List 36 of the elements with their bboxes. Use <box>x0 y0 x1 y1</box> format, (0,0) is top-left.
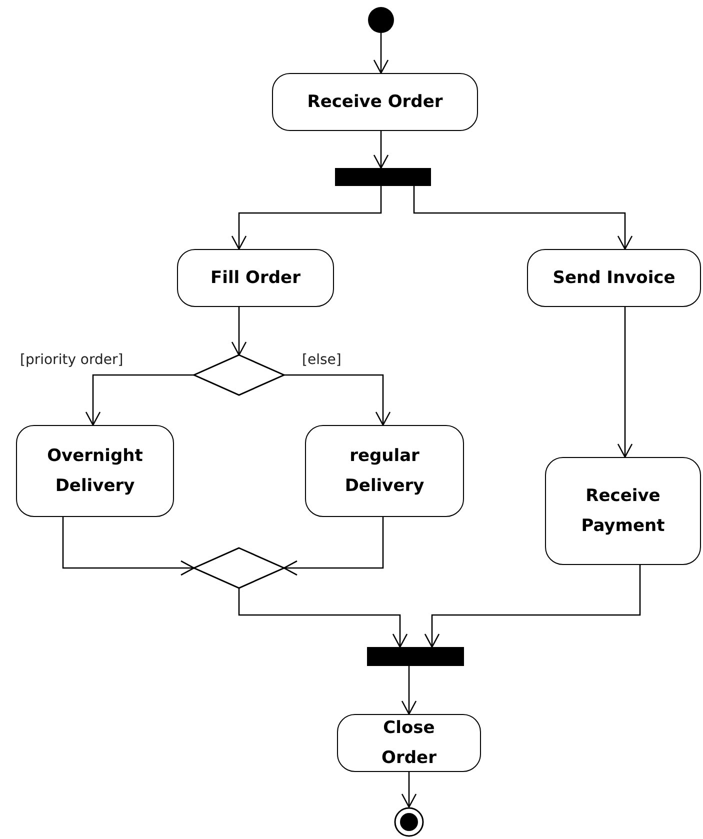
sync-bar <box>367 647 464 666</box>
action-label: Receive Order <box>307 91 443 114</box>
action-label: Receive Payment <box>580 485 666 538</box>
action-box <box>527 249 701 307</box>
guard-label: [else] <box>302 352 342 368</box>
control-flow-arrow <box>373 131 389 169</box>
decision-diamond <box>194 548 284 588</box>
control-flow-arrow <box>617 307 633 458</box>
sync-bar <box>335 168 431 186</box>
action-box <box>16 425 174 517</box>
action-label: Send Invoice <box>552 267 676 290</box>
control-flow-arrow <box>413 186 633 250</box>
control-flow-arrow <box>283 517 384 576</box>
action-box <box>545 457 701 565</box>
control-flow-arrow <box>231 186 382 250</box>
action-label: Fill Order <box>210 267 300 290</box>
control-flow-arrow <box>401 666 417 715</box>
control-flow-arrow <box>401 772 417 808</box>
action-label: Overnight Delivery <box>46 445 144 498</box>
control-flow-arrow <box>238 588 408 648</box>
control-flow-arrow <box>373 33 389 74</box>
final-node-icon <box>394 807 424 837</box>
control-flow-arrow <box>284 374 391 426</box>
action-label: regular Delivery <box>344 445 426 498</box>
action-box <box>272 73 478 131</box>
guard-label: [priority order] <box>20 352 124 368</box>
action-label: Close Order <box>380 717 438 770</box>
initial-node-icon <box>368 7 394 33</box>
action-box <box>337 714 481 772</box>
decision-diamond <box>194 355 284 395</box>
control-flow-arrow <box>85 374 194 426</box>
action-box <box>177 249 334 307</box>
action-box <box>305 425 464 517</box>
control-flow-arrow <box>62 517 195 576</box>
control-flow-arrow <box>424 565 641 648</box>
control-flow-arrow <box>231 307 247 356</box>
